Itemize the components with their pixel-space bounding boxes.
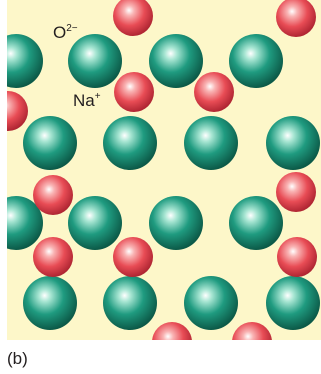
sodium-ion — [33, 175, 73, 215]
oxide-ion — [149, 196, 203, 250]
sodium-ion — [277, 237, 317, 277]
sodium-ion — [7, 91, 28, 131]
oxide-ion — [23, 276, 77, 330]
oxide-ion — [266, 276, 320, 330]
oxide-ion — [229, 196, 283, 250]
oxide-symbol: O — [53, 23, 67, 42]
oxide-ion — [23, 116, 77, 170]
sodium-ion — [194, 72, 234, 112]
sodium-ion — [113, 237, 153, 277]
crystal-lattice-diagram — [7, 0, 321, 340]
oxide-ion — [184, 276, 238, 330]
sodium-ion-label: Na+ — [73, 91, 101, 110]
sodium-charge: + — [94, 91, 101, 102]
oxide-ion — [184, 116, 238, 170]
figure-caption: (b) — [7, 349, 28, 368]
sodium-ion — [114, 72, 154, 112]
sodium-ion — [276, 172, 316, 212]
oxide-ion — [68, 34, 122, 88]
sodium-symbol: Na — [73, 91, 95, 110]
sodium-ion — [33, 237, 73, 277]
oxide-ion-label: O2− — [53, 23, 78, 42]
sodium-ion — [232, 322, 272, 340]
oxide-ion — [68, 196, 122, 250]
oxide-ion — [229, 34, 283, 88]
oxide-ion — [7, 196, 43, 250]
oxide-ion — [149, 34, 203, 88]
oxide-ion — [103, 276, 157, 330]
sodium-ion — [276, 0, 316, 37]
oxide-ion — [266, 116, 320, 170]
oxide-charge: 2− — [66, 23, 78, 34]
oxide-ion — [7, 34, 43, 88]
sodium-ion — [113, 0, 153, 36]
sodium-ion — [152, 322, 192, 340]
oxide-ion — [103, 116, 157, 170]
